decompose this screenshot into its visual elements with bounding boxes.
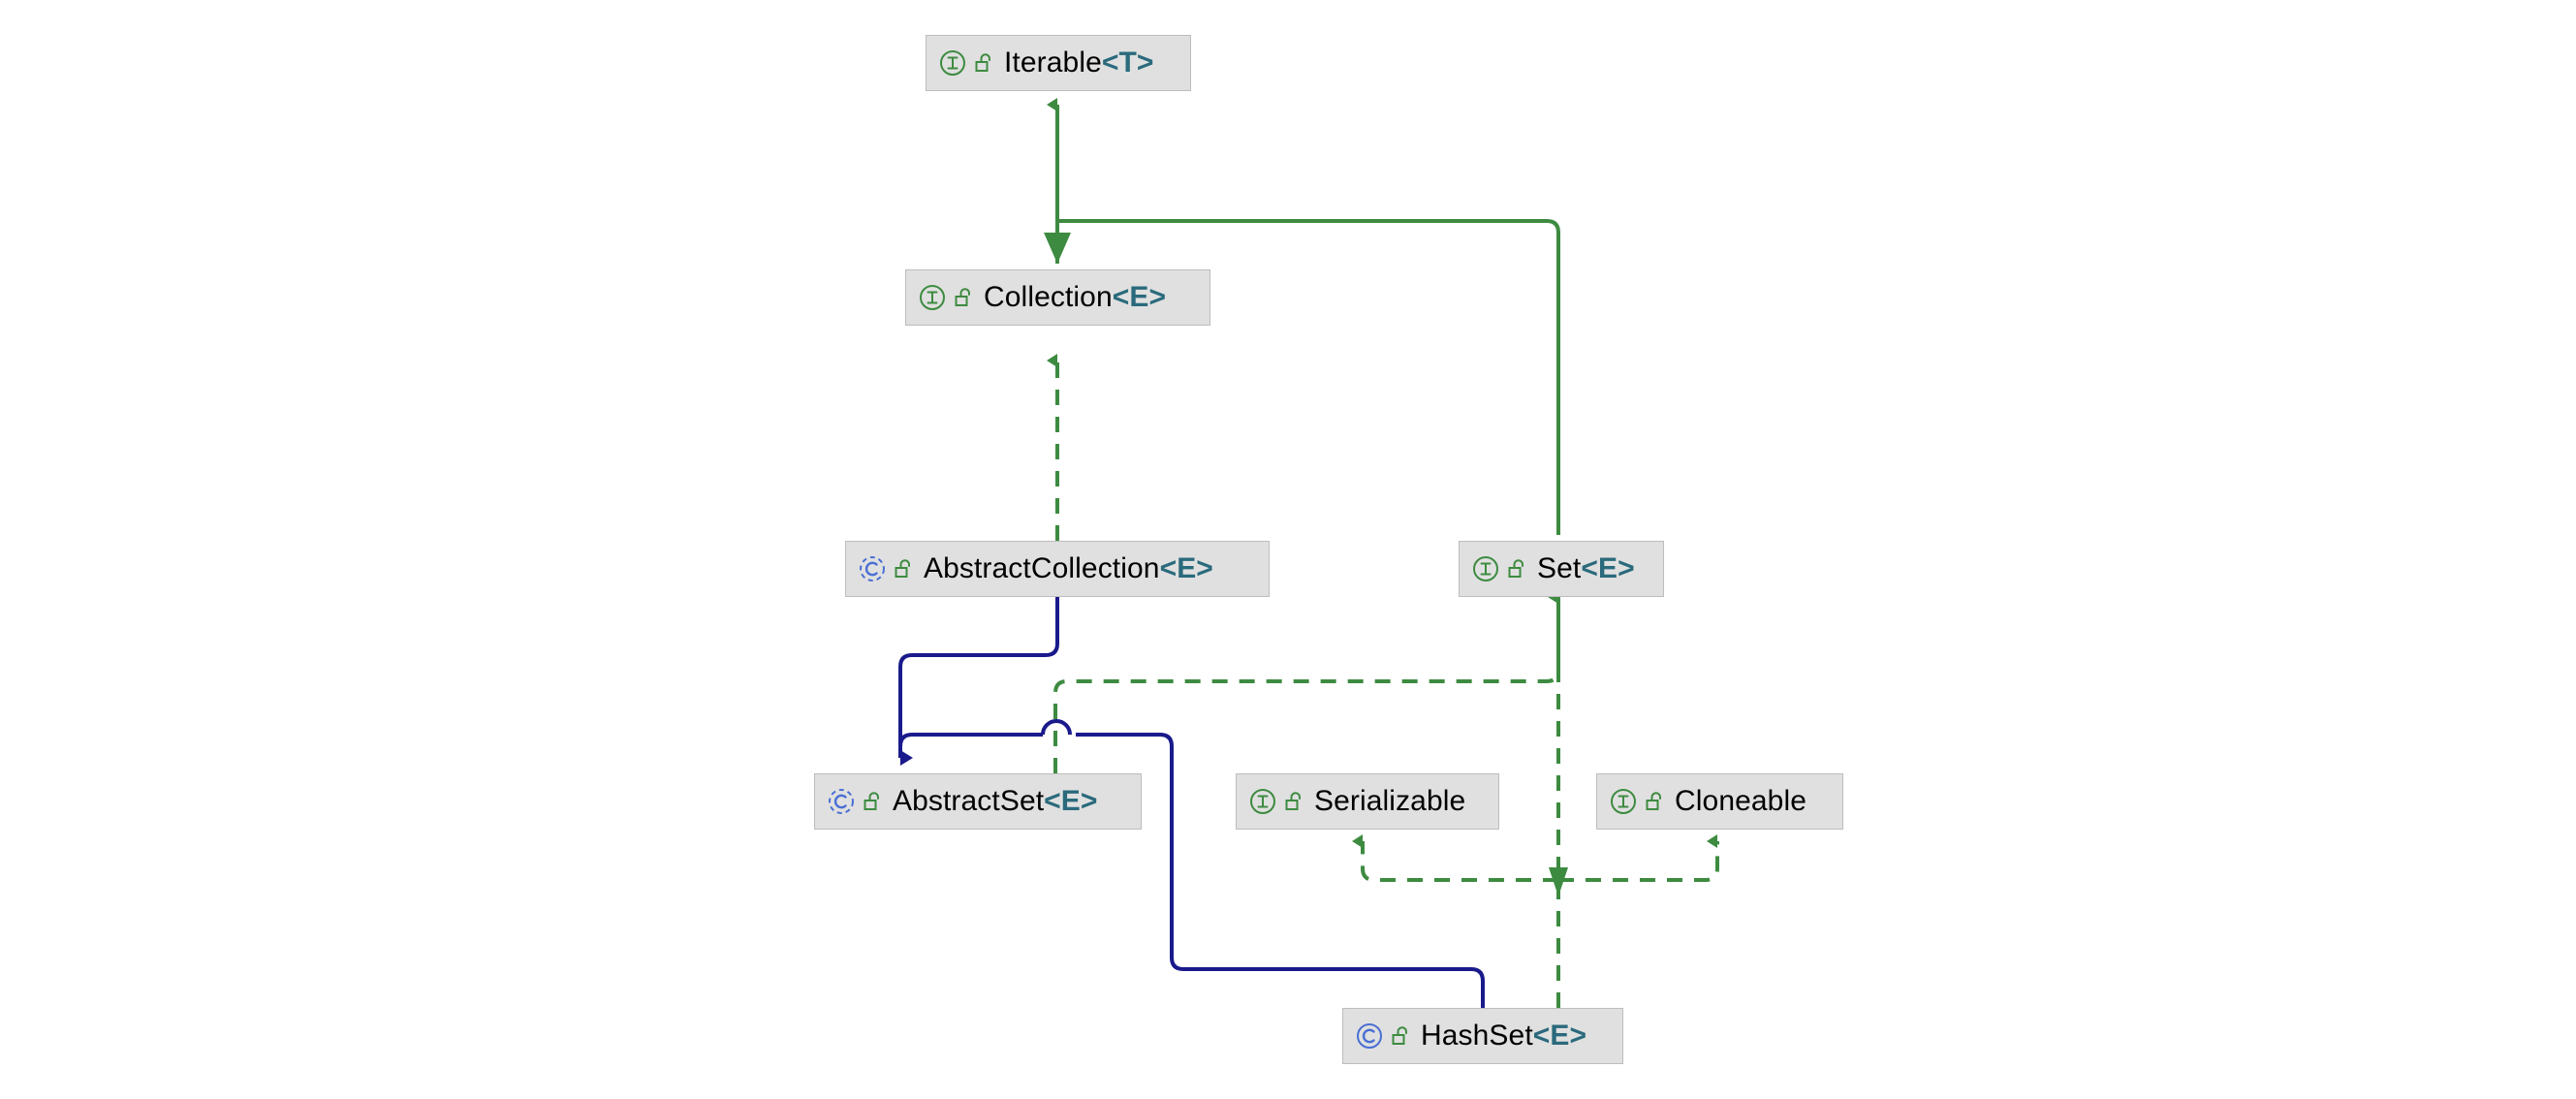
unlocked-public-icon	[864, 792, 879, 810]
unlocked-public-icon	[1508, 559, 1524, 578]
node-hashset[interactable]: HashSet<E>	[1342, 1008, 1623, 1064]
node-collection[interactable]: Collection<E>	[905, 269, 1210, 326]
type-parameter: <T>	[1101, 47, 1154, 78]
node-label: Serializable	[1314, 785, 1466, 817]
unlocked-public-icon	[1285, 792, 1301, 810]
node-label: Set<E>	[1537, 552, 1635, 584]
abstract-class-icon	[829, 789, 854, 814]
node-label: Cloneable	[1675, 785, 1807, 817]
edge-hashset-implements-serializable	[1352, 834, 1558, 882]
edge-abstractset-implements-set	[1053, 597, 1560, 773]
abstract-class-icon	[860, 556, 885, 581]
interface-icon	[920, 285, 945, 310]
unlocked-public-icon	[955, 288, 970, 306]
edge-hashset-implements-cloneable	[1558, 834, 1719, 882]
node-abstractcollection[interactable]: AbstractCollection<E>	[845, 541, 1270, 597]
unlocked-public-icon	[895, 559, 910, 578]
node-serializable[interactable]: Serializable	[1236, 773, 1499, 830]
edge-abstractset-extends-abstractcollection	[898, 597, 1059, 766]
node-set[interactable]: Set<E>	[1459, 541, 1664, 597]
node-label: AbstractSet<E>	[893, 785, 1098, 817]
edge-hashset-extends-abstractset	[898, 719, 1485, 1008]
interface-icon	[940, 50, 965, 76]
interface-icon	[1473, 556, 1498, 581]
type-parameter: <E>	[1159, 552, 1213, 584]
node-label: AbstractCollection<E>	[924, 552, 1213, 584]
type-parameter: <E>	[1532, 1020, 1587, 1052]
type-parameter: <E>	[1044, 785, 1098, 817]
type-parameter: <E>	[1112, 281, 1167, 313]
node-label: Collection<E>	[984, 281, 1167, 313]
interface-icon	[1250, 789, 1275, 814]
unlocked-public-icon	[975, 53, 990, 72]
edge-set-extends-collection	[1057, 219, 1560, 535]
type-parameter: <E>	[1581, 552, 1635, 584]
class-icon	[1357, 1023, 1382, 1049]
node-iterable[interactable]: Iterable<T>	[926, 35, 1191, 91]
interface-icon	[1611, 789, 1636, 814]
node-label: Iterable<T>	[1004, 47, 1154, 78]
edge-collection-extends-iterable	[1044, 98, 1071, 264]
unlocked-public-icon	[1646, 792, 1661, 810]
node-abstractset[interactable]: AbstractSet<E>	[814, 773, 1142, 830]
node-cloneable[interactable]: Cloneable	[1596, 773, 1843, 830]
unlocked-public-icon	[1392, 1026, 1407, 1045]
node-label: HashSet<E>	[1421, 1020, 1587, 1052]
